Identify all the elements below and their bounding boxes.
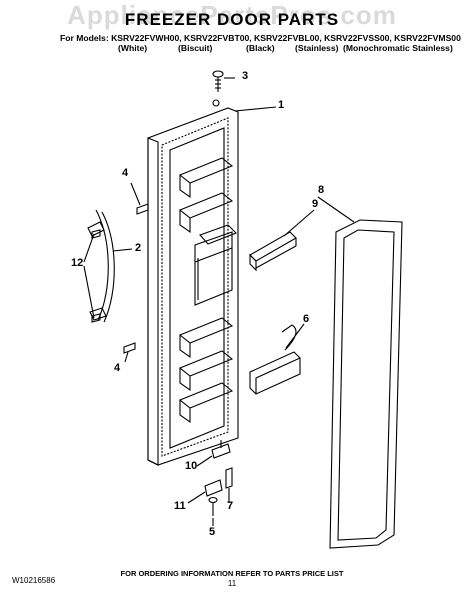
document-number: W10216586 (12, 576, 56, 585)
door-shelf-2 (178, 192, 234, 234)
handle-end-bottom (89, 307, 107, 321)
ice-chute-front (194, 247, 233, 300)
ordering-note: FOR ORDERING INFORMATION REFER TO PARTS … (120, 569, 344, 578)
callout-2: 2 (135, 242, 142, 254)
callout-8: 8 (318, 184, 325, 196)
callout-10: 10 (185, 460, 198, 472)
hinge-screw-5 (208, 496, 218, 516)
watermark: AppliancePartsPros.com (67, 0, 397, 30)
callout-4-top: 4 (122, 167, 129, 179)
callout-6: 6 (303, 313, 310, 325)
variant-white: (White) (118, 43, 148, 53)
leader-10 (196, 455, 213, 467)
leader-4-bottom (124, 351, 129, 363)
door-liner-border (161, 117, 229, 457)
leader-1 (234, 106, 277, 112)
callout-4-bottom: 4 (114, 362, 121, 374)
handle-screw-top (136, 203, 149, 215)
handle-stud-lower (91, 313, 101, 323)
handle-screw-bottom (123, 342, 136, 354)
leader-12-a (83, 233, 95, 263)
callout-7: 7 (227, 500, 234, 512)
leader-11 (187, 491, 206, 504)
door-shelf-5 (178, 382, 234, 424)
page-title: FREEZER DOOR PARTS (124, 10, 340, 29)
callout-5: 5 (209, 526, 216, 538)
top-hinge-hole (212, 99, 220, 107)
door-handle (95, 209, 115, 323)
leader-12-b (83, 265, 95, 319)
door-gasket (329, 219, 403, 549)
handle-stud-upper (91, 229, 101, 239)
leader-2 (112, 248, 133, 252)
shelf-bin (249, 324, 301, 395)
hinge-screw-7 (225, 467, 233, 489)
models-line: For Models: KSRV22FVWH00, KSRV22FVBT00, … (60, 33, 461, 43)
variant-biscuit: (Biscuit) (178, 43, 213, 53)
variant-black: (Black) (246, 43, 275, 53)
trim-strip (249, 231, 297, 272)
leader-6 (285, 323, 305, 349)
door-shelf-4 (178, 350, 234, 392)
hinge-screw-3 (212, 70, 224, 92)
leader-9 (283, 209, 315, 237)
callout-3: 3 (242, 70, 249, 82)
callout-1: 1 (278, 99, 285, 111)
hinge-bracket (204, 479, 223, 497)
ice-chute-housing (194, 224, 237, 306)
variant-monochromatic: (Monochromatic Stainless) (343, 43, 453, 53)
bottom-hinge (211, 440, 231, 459)
leader-8 (317, 196, 355, 223)
door-liner-inner (169, 127, 225, 449)
variant-stainless: (Stainless) (295, 43, 339, 53)
door-edge (147, 137, 159, 466)
leader-4-top (130, 182, 141, 206)
callout-12: 12 (71, 257, 84, 269)
door-shelf-3 (178, 317, 234, 359)
callout-9: 9 (312, 198, 319, 210)
page-number: 11 (227, 579, 237, 588)
handle-end-top (87, 221, 105, 237)
door-shelf-1 (178, 157, 234, 199)
callout-11: 11 (174, 500, 186, 512)
